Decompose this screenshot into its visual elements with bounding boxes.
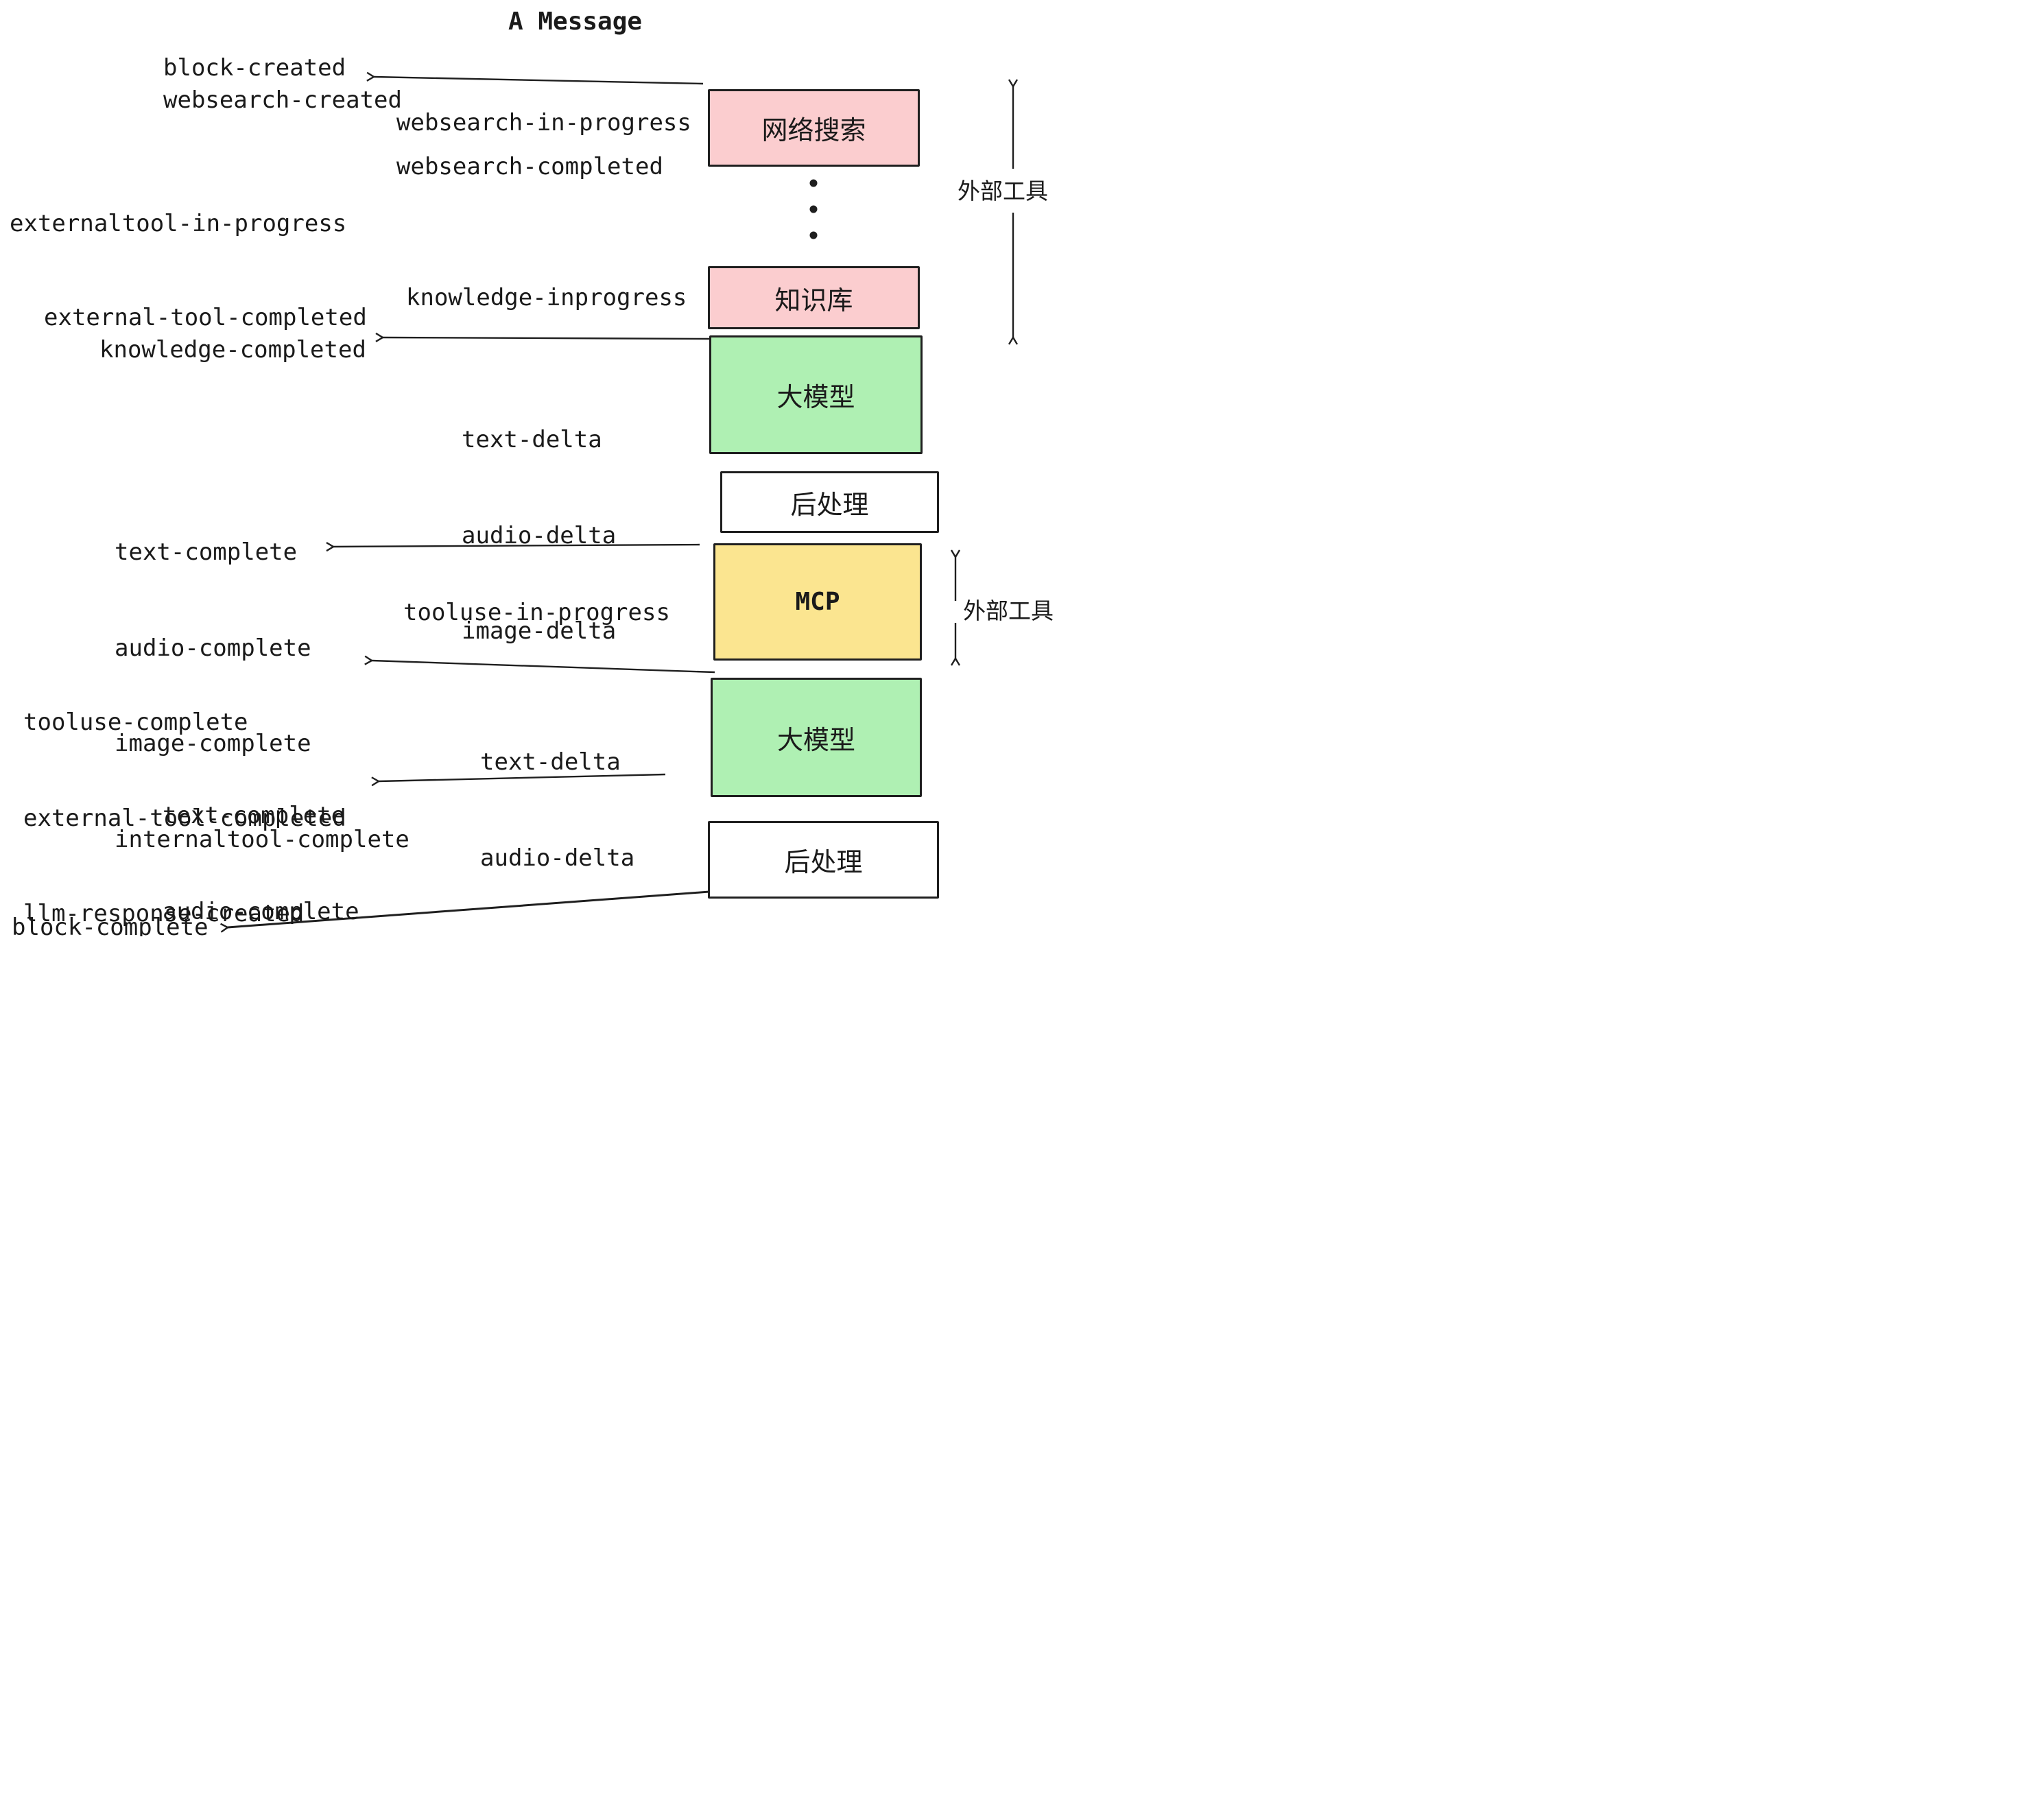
- knowledge-base-box-label: 知识库: [774, 285, 853, 316]
- event-tooluse-complete: tooluse-complete: [23, 709, 248, 736]
- event-external-tool-completed: external-tool-completed: [44, 304, 367, 331]
- llm-box-top: 大模型: [709, 335, 923, 454]
- event-group-delta-top: text-delta audio-delta image-delta: [462, 360, 616, 711]
- llm-box-bottom: 大模型: [711, 678, 922, 797]
- llm-box-bottom-label: 大模型: [776, 724, 855, 755]
- vertical-ellipsis-icon: [809, 179, 818, 239]
- arrow-websearch-to-created: [366, 71, 704, 85]
- llm-box-top-label: 大模型: [776, 382, 855, 412]
- event-group-tooluse: tooluse-complete external-tool-completed…: [23, 643, 346, 936]
- event-group-complete-bottom: text-complete audio-complete image-compl…: [163, 736, 457, 936]
- event-audio-complete-2: audio-complete: [163, 897, 359, 925]
- event-llm-response-created: llm-response-created: [23, 900, 305, 927]
- event-text-complete: text-complete: [115, 538, 298, 566]
- mcp-box: MCP: [713, 543, 922, 661]
- websearch-box-label: 网络搜索: [761, 115, 866, 145]
- event-group-complete-top: text-complete audio-complete image-compl…: [115, 473, 409, 919]
- knowledge-base-box: 知识库: [708, 266, 920, 329]
- external-tools-label-top: 外部工具: [958, 178, 1048, 204]
- event-knowledge-inprogress: knowledge-inprogress: [406, 284, 687, 311]
- diagram-title: A Message: [508, 8, 643, 36]
- event-audio-delta-2: audio-delta: [480, 844, 635, 872]
- diagram-canvas: A Message block-created websearch-create…: [0, 0, 1060, 936]
- event-websearch-completed: websearch-completed: [396, 153, 663, 180]
- event-audio-complete: audio-complete: [115, 634, 311, 662]
- event-websearch-in-progress: websearch-in-progress: [396, 109, 691, 137]
- event-image-delta: image-delta: [462, 617, 617, 645]
- event-websearch-created: websearch-created: [163, 86, 402, 114]
- event-tooluse-in-progress: tooluse-in-progress: [403, 599, 670, 626]
- event-knowledge-completed: knowledge-completed: [99, 336, 366, 364]
- event-block-created: block-created: [163, 54, 346, 82]
- external-tools-label-bottom: 外部工具: [963, 597, 1054, 624]
- postprocess-box-bottom: 后处理: [708, 821, 939, 899]
- event-text-delta-2: text-delta: [480, 748, 621, 776]
- event-image-complete: image-complete: [115, 730, 311, 757]
- event-group-delta-bottom: text-delta audio-delta image-delta: [480, 683, 634, 936]
- event-text-complete-2: text-complete: [163, 802, 346, 829]
- postprocess-box-top-label: 后处理: [790, 489, 869, 520]
- arrow-knowledge-to-completed: [375, 332, 714, 342]
- postprocess-box-top: 后处理: [720, 471, 939, 533]
- event-externaltool-in-progress: externaltool-in-progress: [10, 210, 347, 237]
- event-external-tool-completed-2: external-tool-completed: [23, 804, 346, 832]
- event-block-complete: block-complete: [12, 914, 209, 936]
- postprocess-box-bottom-label: 后处理: [784, 847, 863, 877]
- event-text-delta: text-delta: [462, 426, 602, 453]
- websearch-box: 网络搜索: [708, 89, 920, 167]
- event-internaltool-complete: internaltool-complete: [115, 825, 409, 853]
- event-audio-delta: audio-delta: [462, 521, 617, 549]
- mcp-box-label: MCP: [795, 588, 840, 616]
